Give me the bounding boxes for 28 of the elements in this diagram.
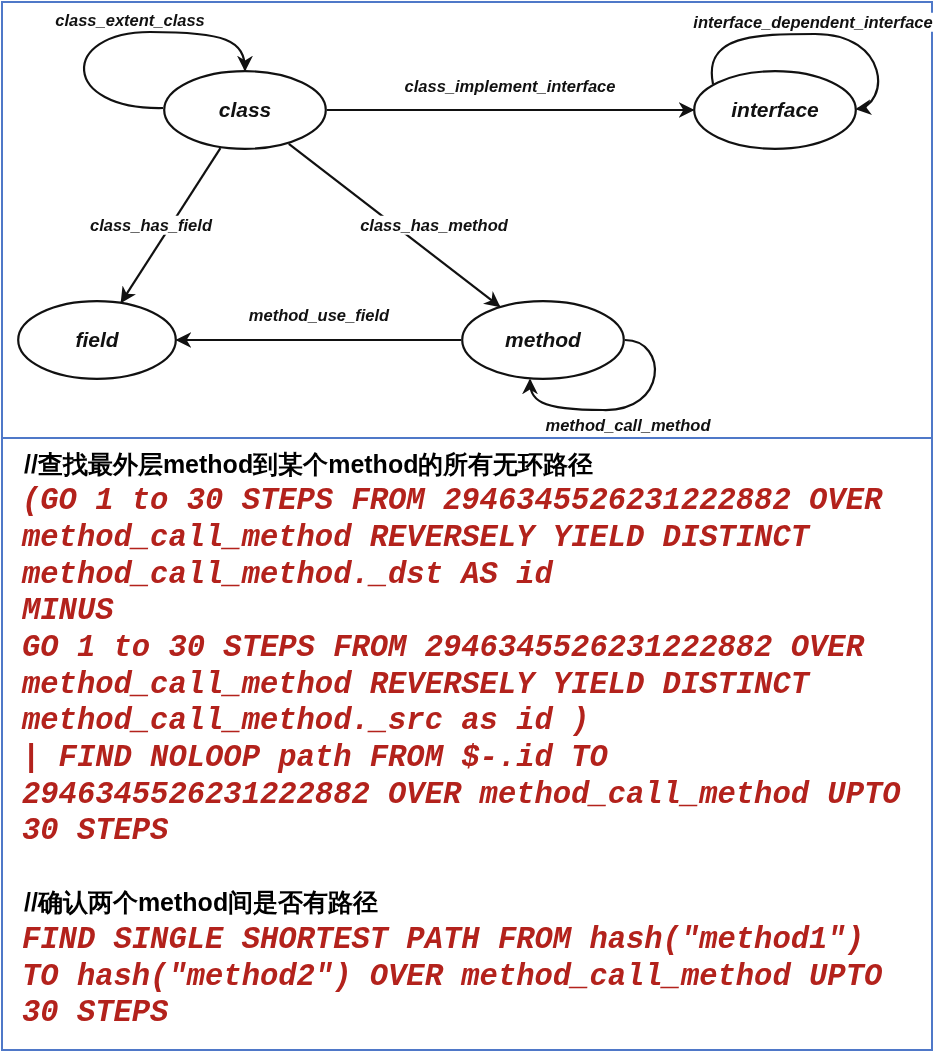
code-line: | FIND NOLOOP path FROM $-.id TO: [22, 743, 608, 774]
code-line: FIND SINGLE SHORTEST PATH FROM hash("method1"): [22, 925, 864, 956]
edge-label: interface_dependent_interface: [690, 12, 934, 32]
edge-label: class_has_method: [357, 215, 511, 235]
code-line: GO 1 to 30 STEPS FROM 2946345526231222882 OVER: [22, 633, 864, 664]
arrow: [522, 338, 656, 412]
code-line: method_call_method REVERSELY YIELD DISTINCT: [22, 523, 810, 554]
code-line: MINUS: [22, 596, 114, 627]
arrow: [327, 102, 695, 118]
arrow: [288, 142, 501, 308]
arrow: [120, 147, 222, 304]
code-line: (GO 1 to 30 STEPS FROM 2946345526231222882 OVER: [22, 486, 883, 517]
arrow: [175, 332, 461, 348]
code-line: method_call_method REVERSELY YIELD DISTINCT: [22, 670, 810, 701]
arrow: [83, 30, 253, 110]
arrow: [710, 32, 880, 113]
code-line: method_call_method._dst AS id: [22, 560, 553, 591]
code-line: 30 STEPS: [22, 816, 169, 847]
entity-ellipse: class: [163, 70, 327, 150]
comment-text: //确认两个method间是否有路径: [24, 890, 379, 915]
code-line: 30 STEPS: [22, 998, 169, 1029]
entity-ellipse: field: [17, 300, 177, 380]
code-line: 2946345526231222882 OVER method_call_method UPTO: [22, 780, 901, 811]
entity-ellipse: method: [461, 300, 625, 380]
code-line: method_call_method._src as id ): [22, 706, 590, 737]
code-line: TO hash("method2") OVER method_call_method UPTO: [22, 962, 883, 993]
entity-ellipse: interface: [693, 70, 857, 150]
comment-text: //查找最外层method到某个method的所有无环路径: [24, 452, 594, 477]
